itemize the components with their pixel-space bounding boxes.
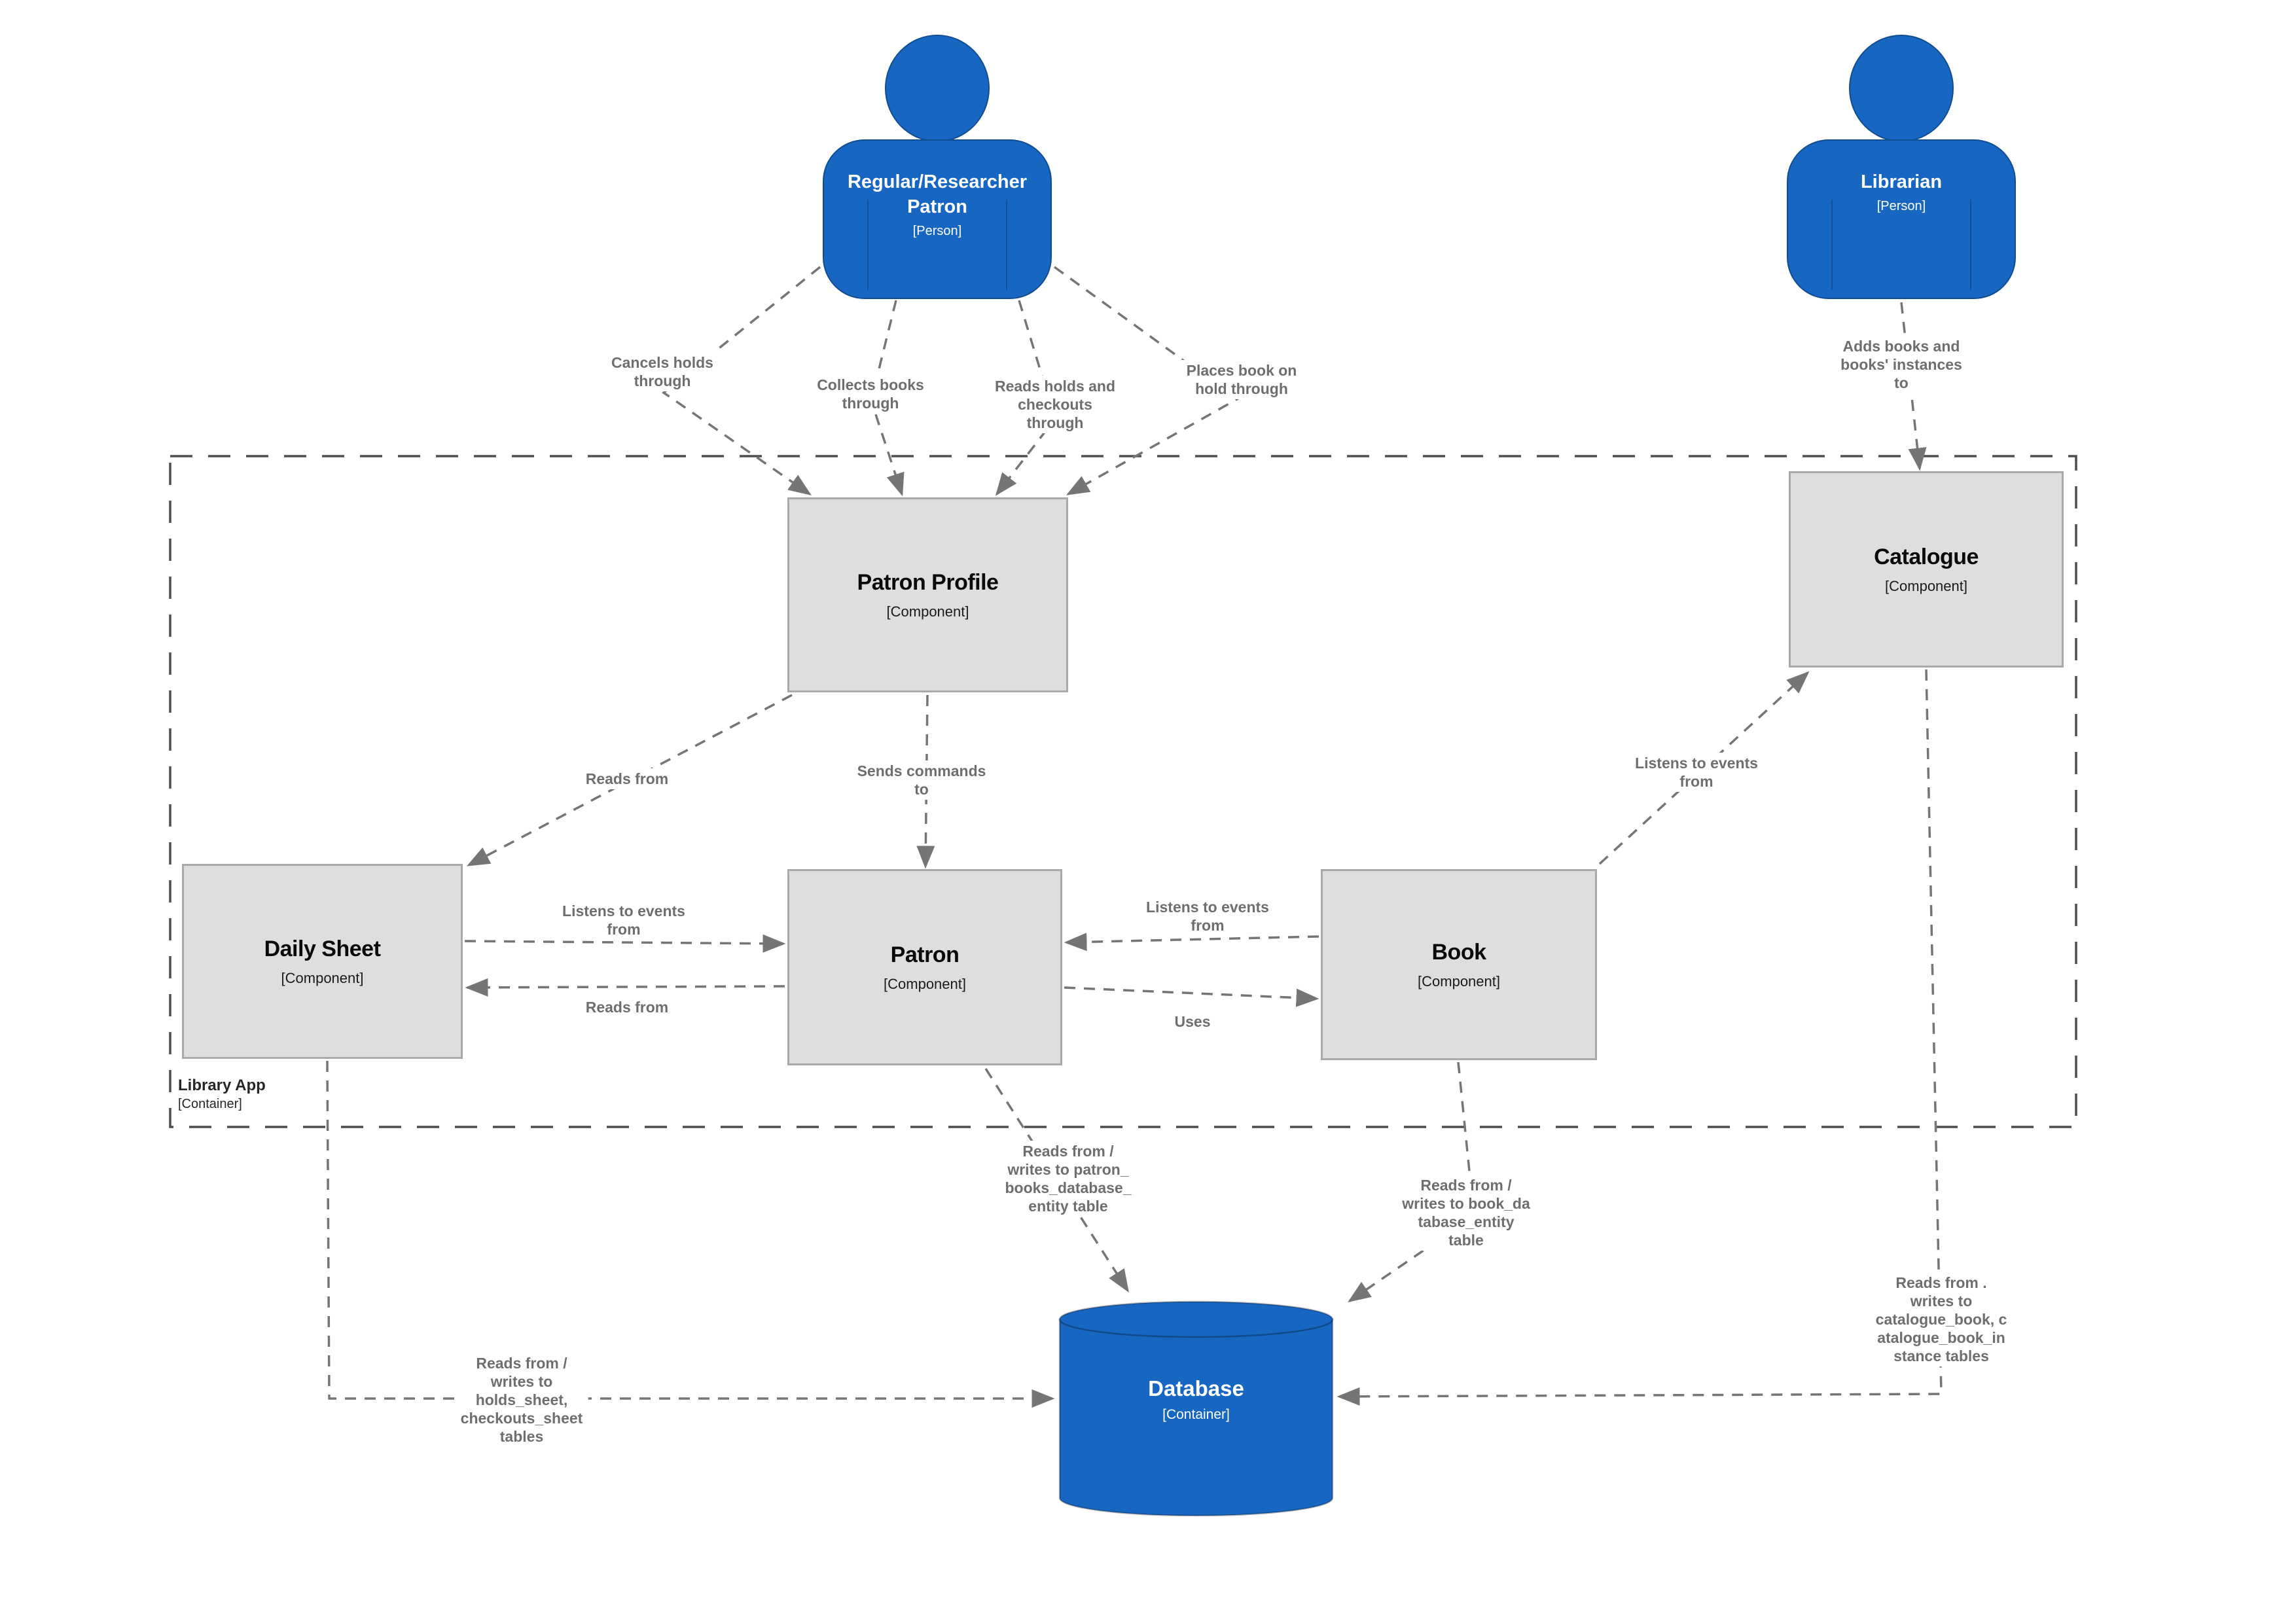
- edge-label-adds-books: Adds books and books' instances to: [1835, 336, 1967, 393]
- node-title: Patron: [890, 942, 960, 967]
- component-patron-profile[interactable]: Patron Profile [Component]: [787, 497, 1068, 692]
- edge-label-patron-reads-ds: Reads from: [580, 997, 674, 1018]
- boundary-type: [Container]: [178, 1097, 242, 1111]
- edge-label-cancels-holds: Cancels holds through: [606, 352, 719, 391]
- edge-label-reads-holds-checkouts: Reads holds and checkouts through: [989, 376, 1121, 433]
- node-type: [Container]: [1162, 1407, 1230, 1422]
- edge-book-listens-patron: [1064, 933, 1319, 952]
- node-title: Book: [1431, 940, 1487, 965]
- person-body: Librarian [Person]: [1787, 139, 2016, 299]
- database-cylinder-icon: [1058, 1300, 1334, 1517]
- component-daily-sheet[interactable]: Daily Sheet [Component]: [182, 864, 463, 1059]
- node-type: [Person]: [912, 224, 962, 238]
- edge-ds-listens-patron: [464, 934, 786, 953]
- node-type: [Component]: [1885, 578, 1967, 594]
- edge-daily-sheet-db: [326, 1060, 1055, 1408]
- edge-places-book-on-hold: [1053, 266, 1240, 495]
- edge-label-places-book-on-hold: Places book on hold through: [1181, 360, 1302, 399]
- person-head-icon: [1849, 35, 1954, 142]
- edge-label-book-listens-catalogue: Listens to events from: [1630, 753, 1763, 792]
- edge-label-book-listens-patron: Listens to events from: [1141, 897, 1274, 936]
- component-book[interactable]: Book [Component]: [1321, 869, 1597, 1060]
- database-text: Database [Container]: [1058, 1376, 1334, 1423]
- node-type: [Component]: [886, 603, 969, 620]
- edge-label-collects-books: Collects books through: [812, 374, 929, 414]
- node-title: Catalogue: [1874, 544, 1979, 569]
- node-type: [Component]: [1418, 973, 1500, 990]
- edge-patron-reads-ds: [465, 978, 785, 997]
- node-title: Regular/Researcher Patron: [847, 171, 1028, 217]
- node-type: [Component]: [281, 970, 364, 986]
- person-body: Regular/Researcher Patron [Person]: [823, 139, 1052, 299]
- edge-catalogue-db: [1336, 669, 1943, 1406]
- edge-cancels-holds: [662, 266, 821, 495]
- component-catalogue[interactable]: Catalogue [Component]: [1789, 471, 2064, 668]
- person-arm-icon: [1006, 200, 1008, 290]
- edge-label-daily-sheet-db: Reads from / writes to holds_sheet, chec…: [455, 1353, 588, 1447]
- library-app-boundary: [169, 455, 2077, 1128]
- person-head-icon: [885, 35, 990, 142]
- node-type: [Component]: [884, 976, 966, 992]
- edge-patron-uses-book: [1064, 986, 1319, 1007]
- actor-librarian[interactable]: Librarian [Person]: [1787, 35, 2016, 299]
- edge-label-pp-reads-daily-sheet: Reads from: [580, 768, 674, 789]
- actor-regular-researcher-patron[interactable]: Regular/Researcher Patron [Person]: [823, 35, 1052, 299]
- edge-patron-db: [984, 1068, 1129, 1293]
- container-database[interactable]: Database [Container]: [1058, 1300, 1334, 1517]
- edge-label-book-db: Reads from / writes to book_da tabase_en…: [1397, 1175, 1535, 1251]
- edge-label-ds-listens-patron: Listens to events from: [557, 901, 691, 940]
- boundary-name: Library App: [178, 1077, 266, 1094]
- edge-label-pp-sends-commands: Sends commands to: [852, 760, 992, 800]
- node-title: Patron Profile: [857, 570, 999, 595]
- node-title: Database: [1148, 1376, 1244, 1400]
- node-type: [Person]: [1876, 199, 1926, 213]
- node-title: Librarian: [1860, 171, 1943, 192]
- edge-label-patron-db: Reads from / writes to patron_ books_dat…: [999, 1141, 1137, 1217]
- edge-label-catalogue-db: Reads from . writes to catalogue_book, c…: [1870, 1272, 2013, 1366]
- component-patron[interactable]: Patron [Component]: [787, 869, 1062, 1065]
- person-arm-icon: [1831, 200, 1833, 290]
- edge-label-patron-uses-book: Uses: [1169, 1011, 1216, 1032]
- node-title: Daily Sheet: [264, 936, 381, 961]
- person-arm-icon: [1970, 200, 1972, 290]
- library-app-boundary-label: Library App [Container]: [178, 1077, 266, 1112]
- person-arm-icon: [867, 200, 869, 290]
